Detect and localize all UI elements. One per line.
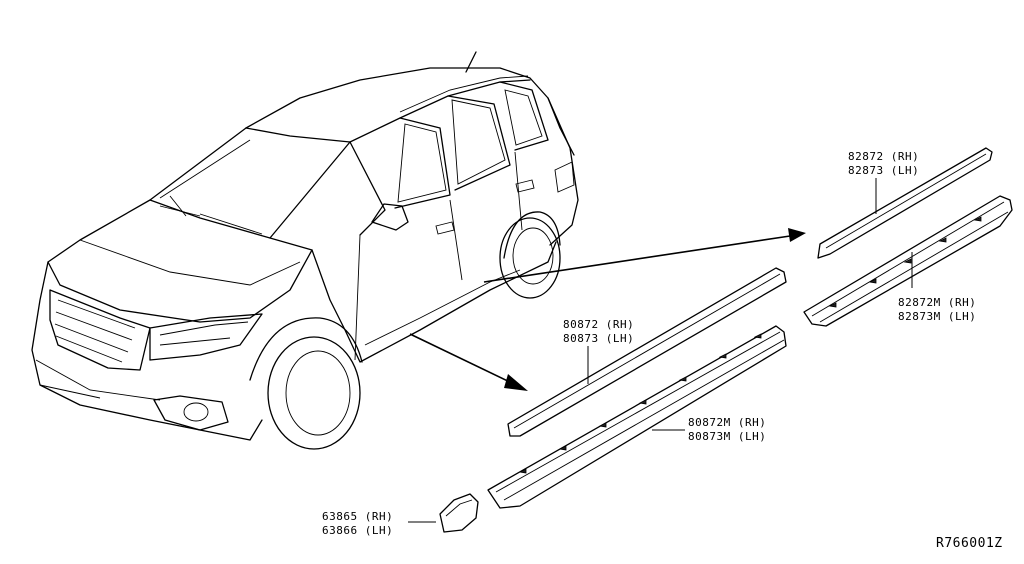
vehicle-illustration: [31, 51, 579, 450]
diagram-code: R766001Z: [936, 536, 1003, 551]
callout-63866-lh: 63866 (LH): [322, 524, 393, 537]
part-82872m-garnish[interactable]: [803, 195, 1013, 327]
callout-labels: 82872 (RH) 82873 (LH) 82872M (RH) 82873M…: [322, 150, 1003, 551]
leader-lines: [408, 178, 913, 523]
callout-63865-rh: 63865 (RH): [322, 510, 393, 523]
part-80872m-garnish[interactable]: [487, 325, 787, 509]
callout-82872-rh: 82872 (RH): [848, 150, 919, 163]
callout-80872m-rh: 80872M (RH): [688, 416, 766, 429]
callout-82872m-rh: 82872M (RH): [898, 296, 976, 309]
callout-80872-rh: 80872 (RH): [563, 318, 634, 331]
part-63865-protector[interactable]: [439, 493, 479, 533]
callout-80873-lh: 80873 (LH): [563, 332, 634, 345]
pointer-arrows: [409, 228, 806, 391]
part-82872-moulding[interactable]: [817, 147, 993, 259]
callout-80873m-lh: 80873M (LH): [688, 430, 766, 443]
callout-82873m-lh: 82873M (LH): [898, 310, 976, 323]
callout-82873-lh: 82873 (LH): [848, 164, 919, 177]
part-80872-moulding[interactable]: [507, 267, 787, 437]
